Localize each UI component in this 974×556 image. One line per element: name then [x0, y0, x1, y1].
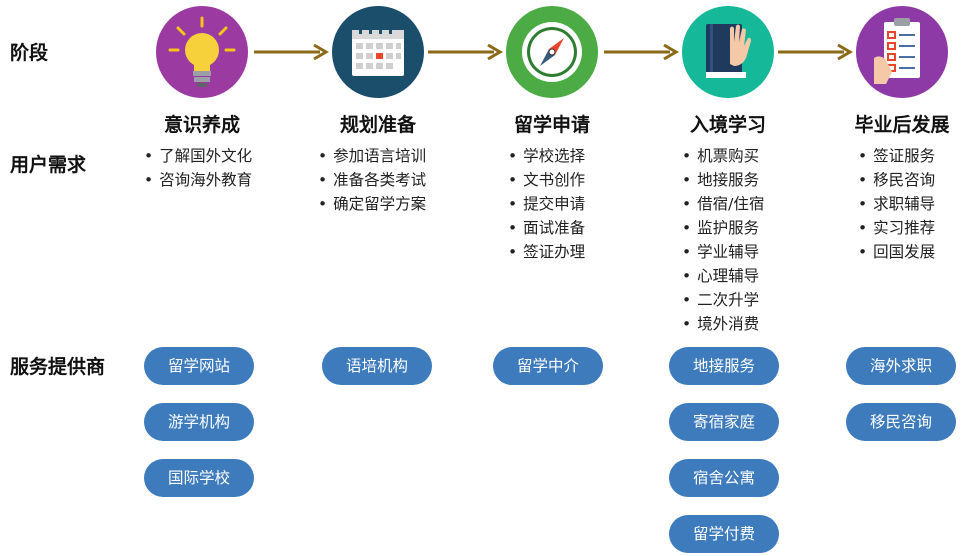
- row-label-stage: 阶段: [10, 42, 49, 64]
- stage-planning: 规划准备: [298, 6, 458, 137]
- stage-awareness: 意识养成: [122, 6, 282, 137]
- list-item: 机票购买: [682, 144, 764, 168]
- provider-pill[interactable]: 寄宿家庭: [669, 403, 779, 441]
- stage-title: 留学申请: [513, 114, 590, 136]
- list-item: 移民咨询: [858, 168, 935, 192]
- list-item: 地接服务: [682, 168, 764, 192]
- provider-pill[interactable]: 游学机构: [144, 403, 254, 441]
- stage-title: 意识养成: [163, 114, 240, 136]
- needs-list-application: 学校选择 文书创作 提交申请 面试准备 签证办理: [508, 144, 585, 264]
- provider-pill[interactable]: 移民咨询: [846, 403, 956, 441]
- checklist-icon: [874, 18, 920, 84]
- list-item: 境外消费: [682, 312, 764, 336]
- needs-list-awareness: 了解国外文化 咨询海外教育: [144, 144, 252, 192]
- list-item: 监护服务: [682, 216, 764, 240]
- stage-circle: [332, 6, 424, 98]
- arrow-icon: [254, 44, 329, 60]
- stage-study-abroad: 入境学习: [648, 6, 808, 137]
- list-item: 面试准备: [508, 216, 585, 240]
- list-item: 实习推荐: [858, 216, 935, 240]
- list-item: 学校选择: [508, 144, 585, 168]
- compass-icon: [522, 22, 582, 82]
- list-item: 回国发展: [858, 240, 935, 264]
- list-item: 咨询海外教育: [144, 168, 252, 192]
- list-item: 确定留学方案: [318, 192, 426, 216]
- provider-pill[interactable]: 地接服务: [669, 347, 779, 385]
- list-item: 学业辅导: [682, 240, 764, 264]
- arrow-icon: [604, 44, 679, 60]
- needs-list-planning: 参加语言培训 准备各类考试 确定留学方案: [318, 144, 426, 216]
- book-hand-icon: [706, 24, 751, 78]
- stage-circle: [682, 6, 774, 98]
- stage-application: 留学申请: [472, 6, 632, 137]
- provider-pill[interactable]: 留学中介: [493, 347, 603, 385]
- stage-title: 入境学习: [689, 114, 766, 136]
- provider-pill[interactable]: 海外求职: [846, 347, 956, 385]
- stage-circle: [156, 6, 248, 98]
- list-item: 二次升学: [682, 288, 764, 312]
- stage-circle: [506, 6, 598, 98]
- list-item: 借宿/住宿: [682, 192, 764, 216]
- stage-after-graduation: 毕业后发展: [822, 6, 974, 137]
- stage-circle: [856, 6, 948, 98]
- list-item: 签证办理: [508, 240, 585, 264]
- needs-list-study-abroad: 机票购买 地接服务 借宿/住宿 监护服务 学业辅导 心理辅导 二次升学 境外消费: [682, 144, 764, 336]
- stage-title: 毕业后发展: [854, 114, 950, 136]
- lightbulb-icon: [168, 16, 236, 87]
- needs-list-after-graduation: 签证服务 移民咨询 求职辅导 实习推荐 回国发展: [858, 144, 935, 264]
- calendar-icon: [352, 25, 404, 76]
- list-item: 提交申请: [508, 192, 585, 216]
- provider-pill[interactable]: 语培机构: [322, 347, 432, 385]
- provider-pill[interactable]: 国际学校: [144, 459, 254, 497]
- arrow-icon: [778, 44, 853, 60]
- list-item: 参加语言培训: [318, 144, 426, 168]
- provider-pill[interactable]: 留学付费: [669, 515, 779, 553]
- row-label-needs: 用户需求: [10, 154, 87, 176]
- arrow-icon: [428, 44, 503, 60]
- list-item: 了解国外文化: [144, 144, 252, 168]
- row-label-providers: 服务提供商: [10, 356, 106, 378]
- stage-title: 规划准备: [339, 114, 416, 136]
- list-item: 签证服务: [858, 144, 935, 168]
- list-item: 求职辅导: [858, 192, 935, 216]
- list-item: 文书创作: [508, 168, 585, 192]
- provider-pill[interactable]: 留学网站: [144, 347, 254, 385]
- list-item: 心理辅导: [682, 264, 764, 288]
- list-item: 准备各类考试: [318, 168, 426, 192]
- provider-pill[interactable]: 宿舍公寓: [669, 459, 779, 497]
